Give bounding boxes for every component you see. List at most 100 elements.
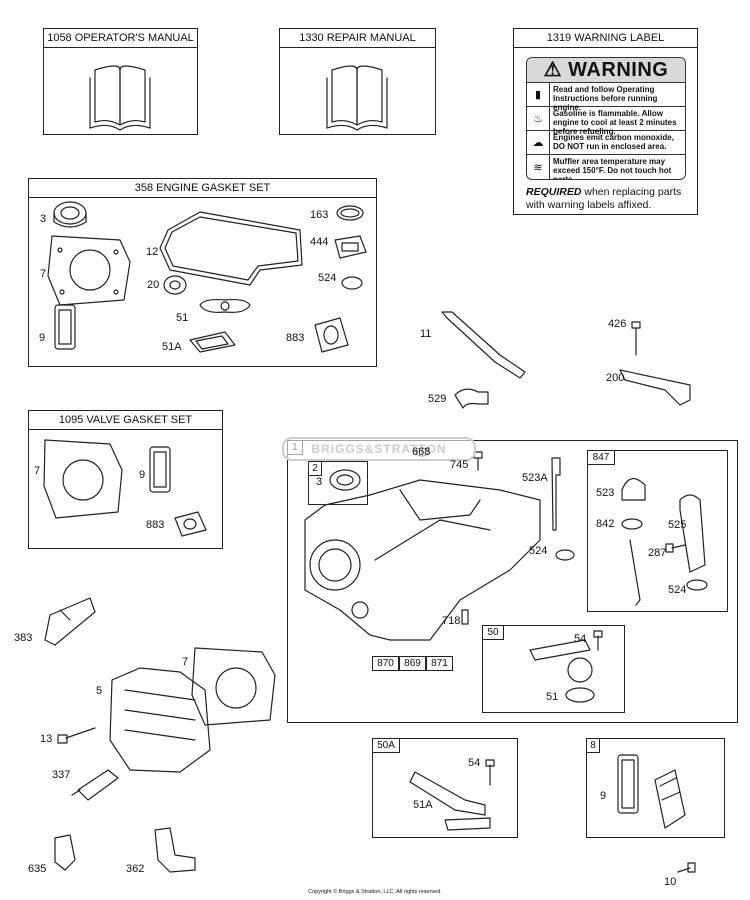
part-label: 718 [442,615,461,627]
crankcase-gasket-icon [159,211,303,286]
exhaust-gasket-icon [334,235,367,259]
operators-manual-box: 1058 OPERATOR'S MANUAL [43,28,198,135]
book-icon [326,65,388,131]
breather-hose-icon [409,771,491,831]
group-number-50a: 50A [372,738,400,753]
dipstick-icon [551,457,561,531]
intake-gasket-icon [189,331,236,353]
part-label: 51A [162,341,182,353]
part-label: 9 [139,469,146,481]
bracket-icon [619,369,691,406]
part-label: 287 [648,547,667,559]
breather-tube-icon [441,311,526,379]
part-label: 883 [146,519,165,531]
part-label: 842 [596,518,615,530]
cylinder-block-icon [304,479,541,641]
cylinder-head-icon [109,667,211,773]
warning-label-box: 1319 WARNING LABEL [513,28,698,215]
breather-cover-icon [654,769,686,829]
part-label: 426 [608,318,627,330]
operators-manual-title: 1058 OPERATOR'S MANUAL [44,29,197,48]
head-bolt-icon [57,727,96,744]
warning-text: Read and follow Operating Instructions b… [553,85,658,112]
part-label: 362 [126,863,145,875]
part-label: 524 [529,545,548,557]
part-label: 51 [176,312,189,324]
part-label: 200 [606,372,625,384]
block-group-box [287,440,738,723]
tube-group-box [372,738,518,838]
part-label: 883 [286,332,305,344]
group-number-8: 8 [586,738,600,753]
part-label: 51 [546,691,559,703]
toxic-gas-icon: ☁ [527,131,550,154]
warning-text: Gasoline is flammable. Allow engine to c… [553,109,677,136]
part-label: 635 [28,863,47,875]
repair-manual-title: 1330 REPAIR MANUAL [280,29,435,48]
group-number-50: 50 [482,625,504,640]
repair-manual-box: 1330 REPAIR MANUAL [279,28,436,135]
callout-870: 870 [372,656,399,671]
engine-gasket-set-box: 358 ENGINE GASKET SET [28,178,377,367]
book-icon [89,65,151,131]
engine-gasket-set-title: 358 ENGINE GASKET SET [29,179,376,198]
small-gasket-icon [336,205,364,221]
part-label: 12 [146,246,159,258]
part-label: 524 [318,272,337,284]
warning-row: ▮ Read and follow Operating Instructions… [527,83,685,112]
oil-fill-cap-icon [621,478,646,501]
ignition-coil-icon [44,597,96,646]
callout-869: 869 [399,656,426,671]
valve-cover-gasket-icon [54,304,76,350]
part-label: 444 [310,236,329,248]
part-label: 668 [412,446,431,458]
warning-heading: ⚠ WARNING [527,58,685,83]
elbow-fitting-icon [454,388,489,409]
dipstick-group-box [587,450,728,612]
part-label: 383 [14,632,33,644]
callout-871: 871 [426,656,453,671]
warning-decal: ⚠ WARNING ▮ Read and follow Operating In… [526,57,686,180]
screw-icon [485,759,495,786]
screw-icon [631,321,641,356]
part-label: 163 [310,209,329,221]
part-label: 3 [316,476,323,488]
part-label: 9 [39,332,46,344]
fill-tube-icon [679,494,708,591]
part-label: 7 [34,465,41,477]
head-gasket-icon [47,235,131,306]
valve-gasket-set-box: 1095 VALVE GASKET SET [28,410,223,549]
warning-row: ♨ Gasoline is flammable. Allow engine to… [527,107,685,136]
part-label: 523 [596,487,615,499]
part-label: 13 [40,733,53,745]
seal-group-box [308,461,368,505]
part-label: 11 [420,328,432,340]
flame-icon: ♨ [527,107,550,130]
dipstick-rod-icon [629,539,641,606]
valve-gasket-set-title: 1095 VALVE GASKET SET [29,411,222,430]
part-label: 745 [450,459,469,471]
spark-plug-icon [71,769,119,801]
dowel-pin-icon [461,609,469,625]
muffler-gasket-icon [314,317,349,353]
breather-group-box [482,625,625,713]
screw-icon [593,630,603,651]
required-bold: REQUIRED [526,186,582,198]
terminal-icon [154,827,196,873]
spark-plug-boot-icon [54,834,76,871]
part-label: 7 [182,656,189,668]
head-gasket-icon [191,647,276,726]
breather-tube-icon [529,639,595,703]
part-label: 529 [428,393,447,405]
o-ring-icon [341,276,363,290]
part-label: 20 [147,279,160,291]
screw-icon [665,543,686,553]
warning-row: ☁ Engines emit carbon monoxide, DO NOT r… [527,131,685,155]
required-note: REQUIRED when replacing parts with warni… [526,186,696,212]
part-label: 10 [664,876,677,888]
warning-text: Engines emit carbon monoxide, DO NOT run… [553,133,674,151]
group-number-847: 847 [587,450,615,465]
required-rest: when replacing parts with warning labels… [526,186,682,211]
warning-text: Muffler area temperature may exceed 150°… [553,157,672,180]
part-label: 523A [522,472,548,484]
